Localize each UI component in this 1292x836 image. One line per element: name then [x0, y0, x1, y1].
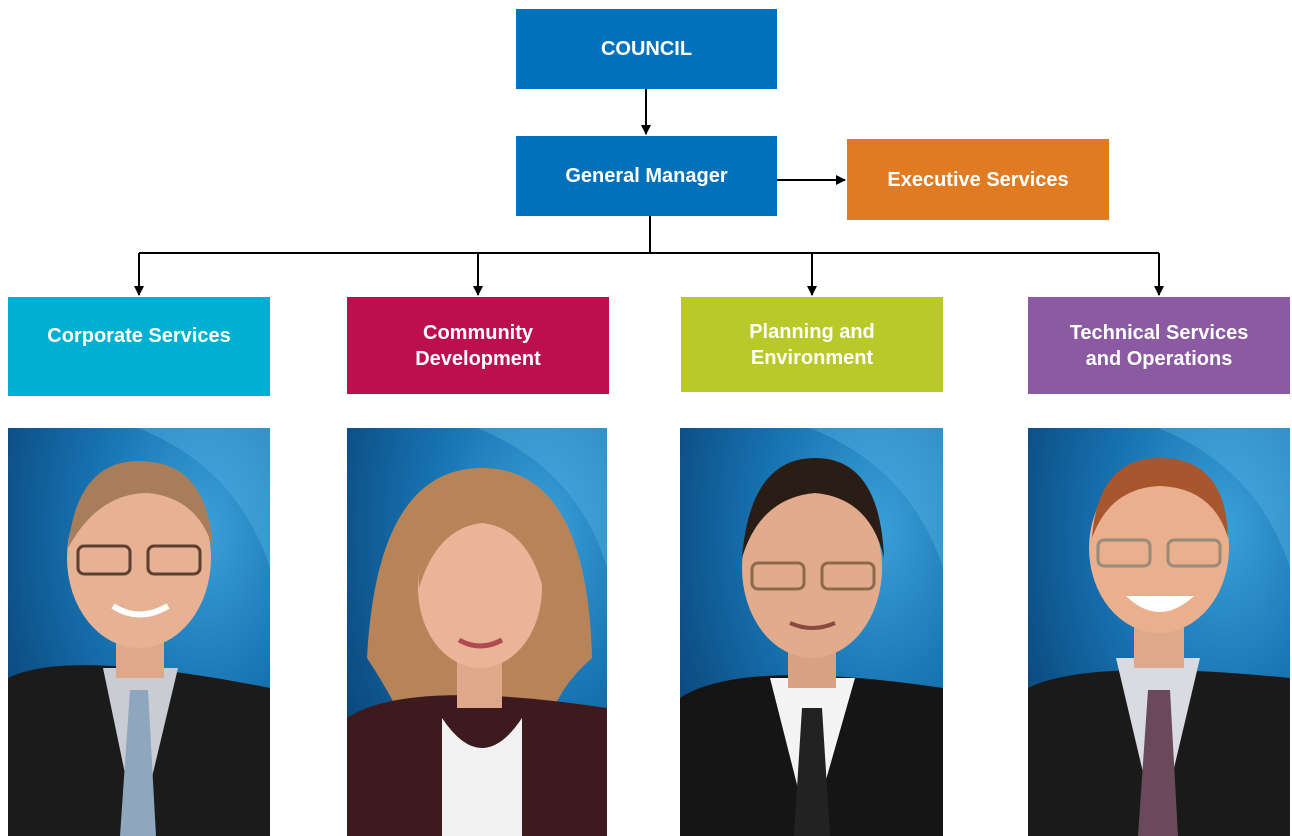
council-box: COUNCIL — [516, 9, 777, 89]
portrait-man-glasses-icon — [8, 428, 270, 836]
portrait-woman-icon — [347, 428, 607, 836]
portrait-man-glasses-icon — [680, 428, 943, 836]
community-development-box: Community Development — [347, 297, 609, 394]
planning-environment-box: Planning and Environment — [681, 297, 943, 392]
corporate-services-box: Corporate Services — [8, 297, 270, 396]
executive-services-box: Executive Services — [847, 139, 1109, 220]
technical-services-box: Technical Services and Operations — [1028, 297, 1290, 394]
portrait-man-smiling-icon — [1028, 428, 1290, 836]
general-manager-box: General Manager — [516, 136, 777, 216]
